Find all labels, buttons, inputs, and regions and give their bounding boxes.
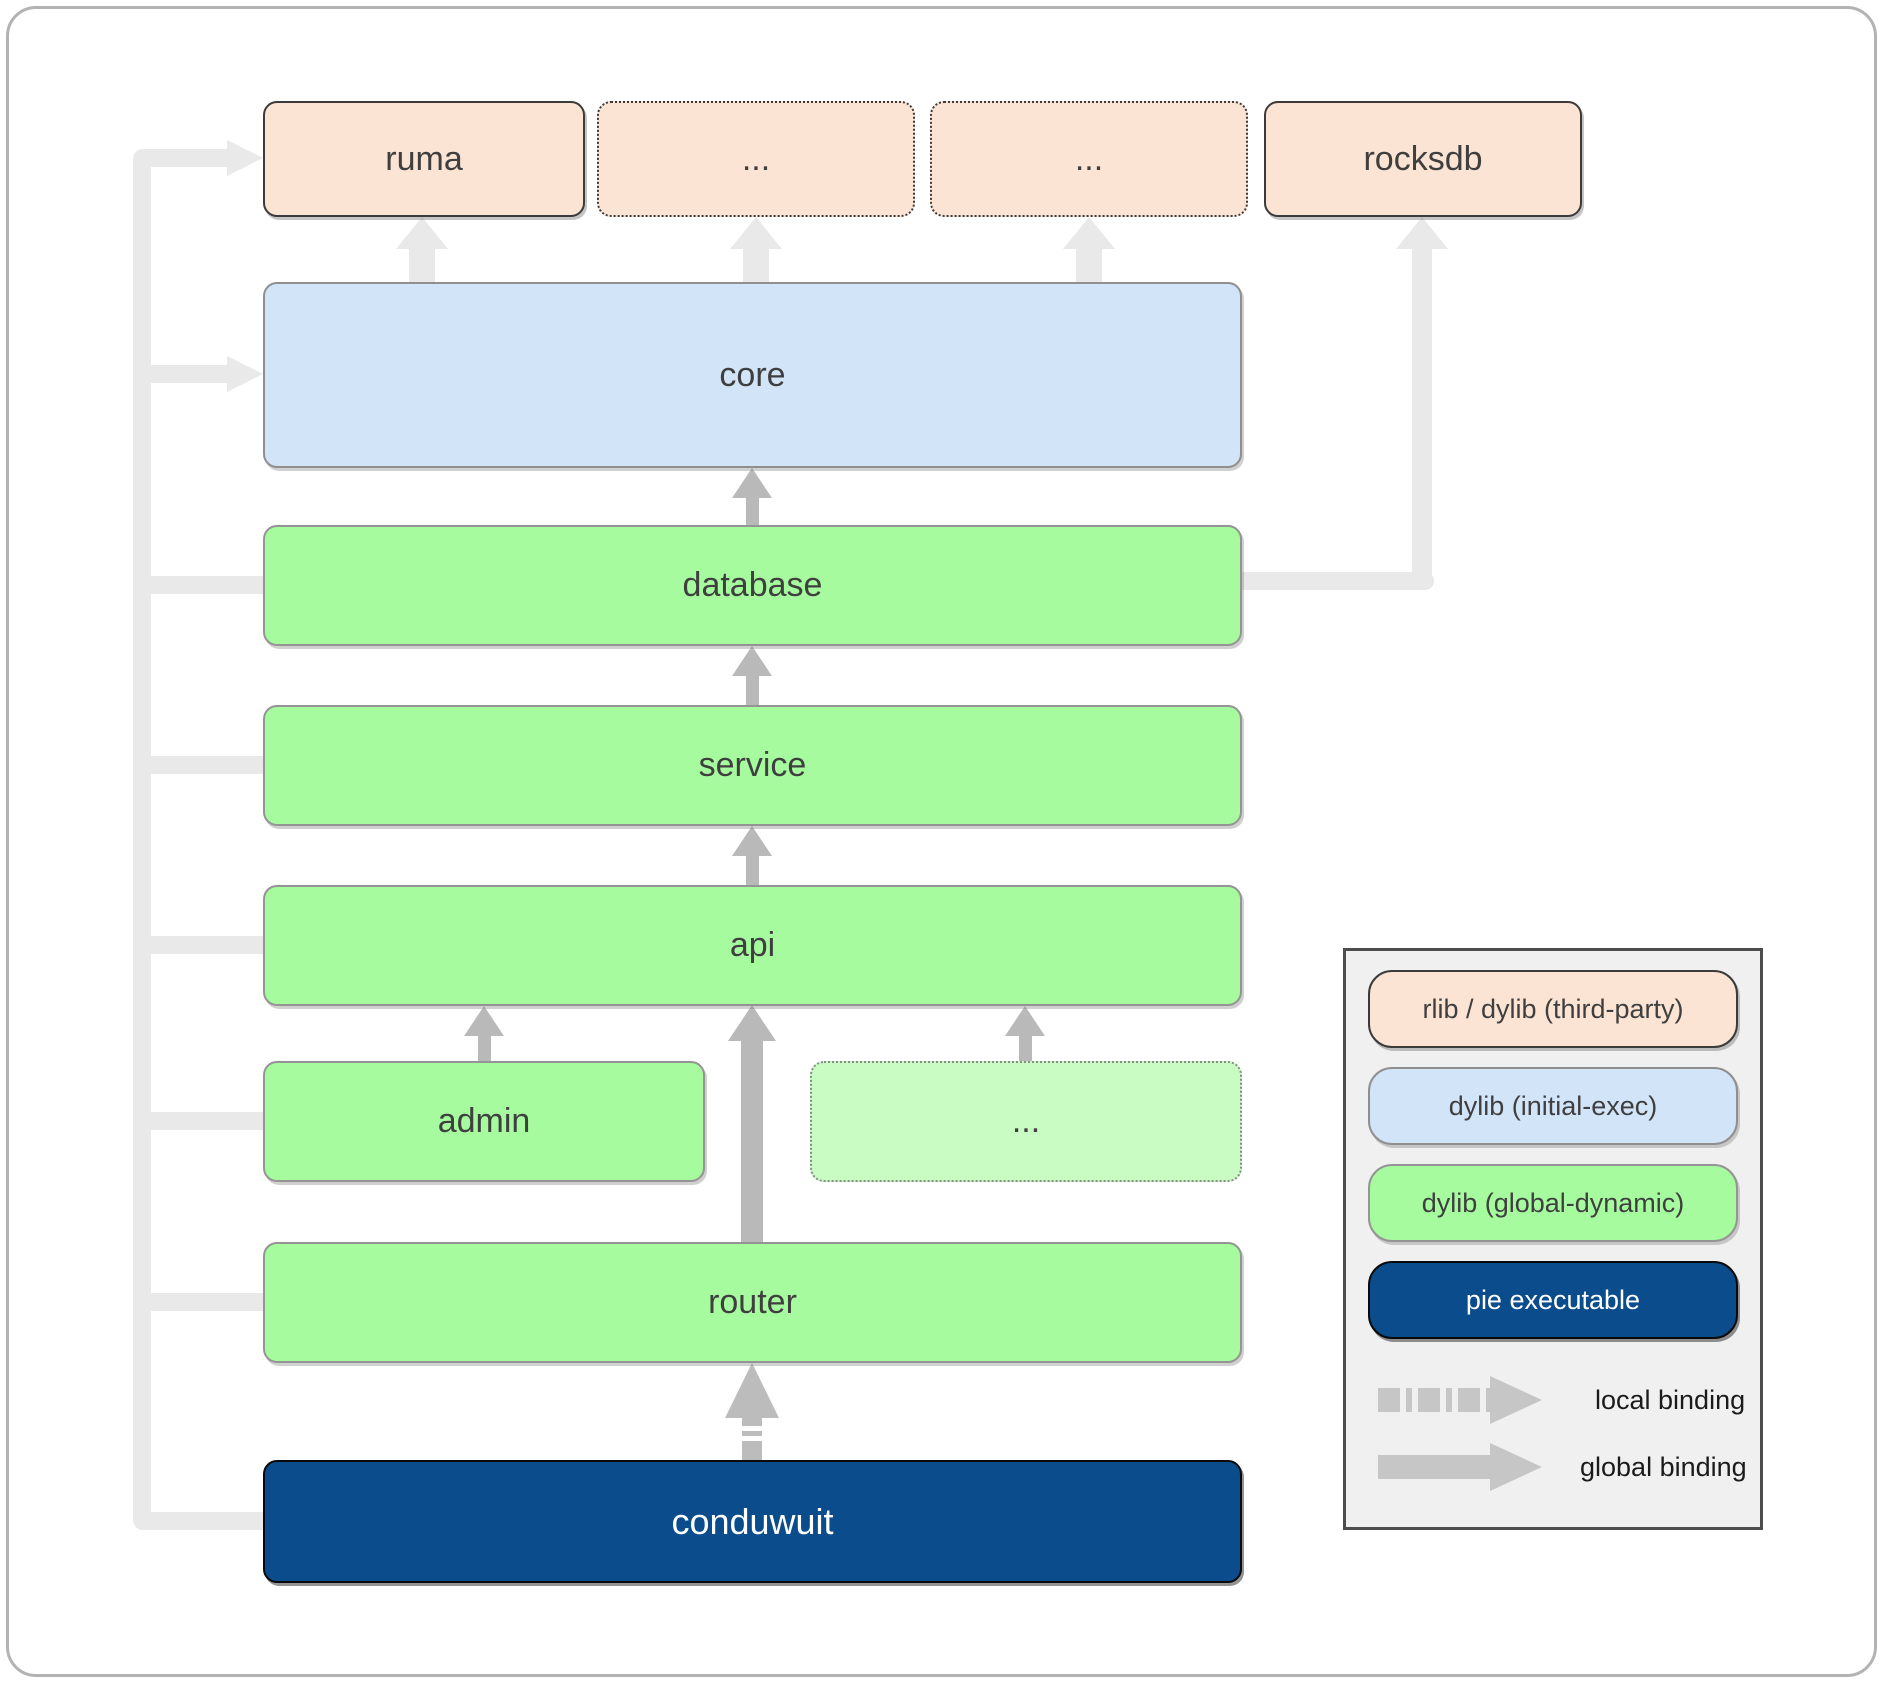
local-binding-arrow-icon bbox=[1378, 1388, 1490, 1412]
node-core: core bbox=[263, 282, 1242, 468]
legend-item-initial-exec-label: dylib (initial-exec) bbox=[1448, 1090, 1658, 1121]
node-ruma: ruma bbox=[263, 101, 585, 217]
arrowhead-database-rocksdb bbox=[1396, 217, 1448, 249]
global-binding-arrowhead-icon bbox=[1490, 1443, 1542, 1491]
legend-item-global-dynamic: dylib (global-dynamic) bbox=[1368, 1164, 1738, 1242]
node-database-label: database bbox=[682, 566, 823, 604]
edge-core-dots2 bbox=[1076, 248, 1102, 282]
node-service: service bbox=[263, 705, 1242, 826]
legend-item-third-party: rlib / dylib (third-party) bbox=[1368, 970, 1738, 1048]
edge-database-rocksdb-vertical bbox=[1412, 248, 1432, 582]
node-conduwuit-label: conduwuit bbox=[671, 1500, 834, 1542]
legend-item-pie-executable: pie executable bbox=[1368, 1261, 1738, 1339]
node-core-label: core bbox=[719, 355, 786, 394]
node-admin-label: admin bbox=[437, 1102, 531, 1140]
node-dots-top-1-label: ... bbox=[741, 139, 771, 178]
arrowhead-core-dots1 bbox=[730, 217, 782, 249]
node-api: api bbox=[263, 885, 1242, 1006]
edge-conduwuit-trunk bbox=[133, 149, 151, 1530]
node-router-label: router bbox=[708, 1283, 797, 1321]
arrowhead-conduwuit-core bbox=[227, 356, 263, 392]
legend-local-binding-label: local binding bbox=[1595, 1385, 1746, 1415]
edge-conduwuit-database bbox=[140, 576, 263, 594]
edge-conduwuit-router-dashed bbox=[742, 1418, 762, 1460]
edge-conduwuit-admin bbox=[140, 1112, 263, 1130]
arrowhead-router-api bbox=[728, 1005, 776, 1041]
edge-service-database bbox=[746, 676, 759, 707]
edge-dotsmid-api bbox=[1019, 1036, 1032, 1063]
edge-database-rocksdb-horizontal bbox=[1242, 572, 1434, 590]
edge-conduwuit-api bbox=[140, 936, 263, 954]
node-dots-mid: ... bbox=[810, 1061, 1242, 1182]
edge-core-dots1 bbox=[743, 248, 769, 282]
edge-conduwuit-service bbox=[140, 756, 263, 774]
arrowhead-conduwuit-ruma bbox=[227, 140, 263, 176]
node-rocksdb-label: rocksdb bbox=[1363, 139, 1483, 178]
legend-item-initial-exec: dylib (initial-exec) bbox=[1368, 1067, 1738, 1145]
arrowhead-core-dots2 bbox=[1063, 217, 1115, 249]
legend-item-global-dynamic-label: dylib (global-dynamic) bbox=[1421, 1187, 1685, 1218]
local-binding-arrowhead-icon bbox=[1490, 1376, 1542, 1424]
edge-core-ruma bbox=[409, 248, 435, 282]
edge-database-core bbox=[746, 498, 759, 527]
edge-router-api bbox=[741, 1040, 763, 1243]
node-dots-top-2: ... bbox=[930, 101, 1248, 217]
node-ruma-label: ruma bbox=[385, 139, 463, 178]
node-service-label: service bbox=[698, 746, 807, 784]
node-conduwuit: conduwuit bbox=[263, 1460, 1242, 1583]
arrowhead-admin-api bbox=[464, 1006, 504, 1036]
edge-conduwuit-ruma bbox=[140, 149, 228, 167]
legend-item-pie-executable-label: pie executable bbox=[1465, 1284, 1641, 1315]
global-binding-arrow-icon bbox=[1378, 1455, 1490, 1479]
node-api-label: api bbox=[729, 926, 776, 964]
arrowhead-api-service bbox=[732, 826, 772, 856]
edge-api-service bbox=[746, 856, 759, 887]
edge-conduwuit-self-stub bbox=[140, 1512, 263, 1530]
node-rocksdb: rocksdb bbox=[1264, 101, 1582, 217]
node-dots-top-2-label: ... bbox=[1074, 139, 1104, 178]
node-router: router bbox=[263, 1242, 1242, 1363]
arrowhead-service-database bbox=[732, 646, 772, 676]
node-dots-top-1: ... bbox=[597, 101, 915, 217]
edge-conduwuit-router bbox=[140, 1293, 263, 1311]
edge-admin-api bbox=[478, 1036, 491, 1063]
legend-global-binding-label: global binding bbox=[1580, 1452, 1747, 1482]
node-admin: admin bbox=[263, 1061, 705, 1182]
edge-conduwuit-core bbox=[140, 365, 228, 383]
arrowhead-conduwuit-router bbox=[725, 1363, 779, 1418]
arrowhead-core-ruma bbox=[396, 217, 448, 249]
arrowhead-dotsmid-api bbox=[1005, 1006, 1045, 1036]
node-database: database bbox=[263, 525, 1242, 646]
node-dots-mid-label: ... bbox=[1011, 1102, 1041, 1140]
legend-item-third-party-label: rlib / dylib (third-party) bbox=[1422, 993, 1684, 1024]
arrowhead-database-core bbox=[732, 468, 772, 498]
